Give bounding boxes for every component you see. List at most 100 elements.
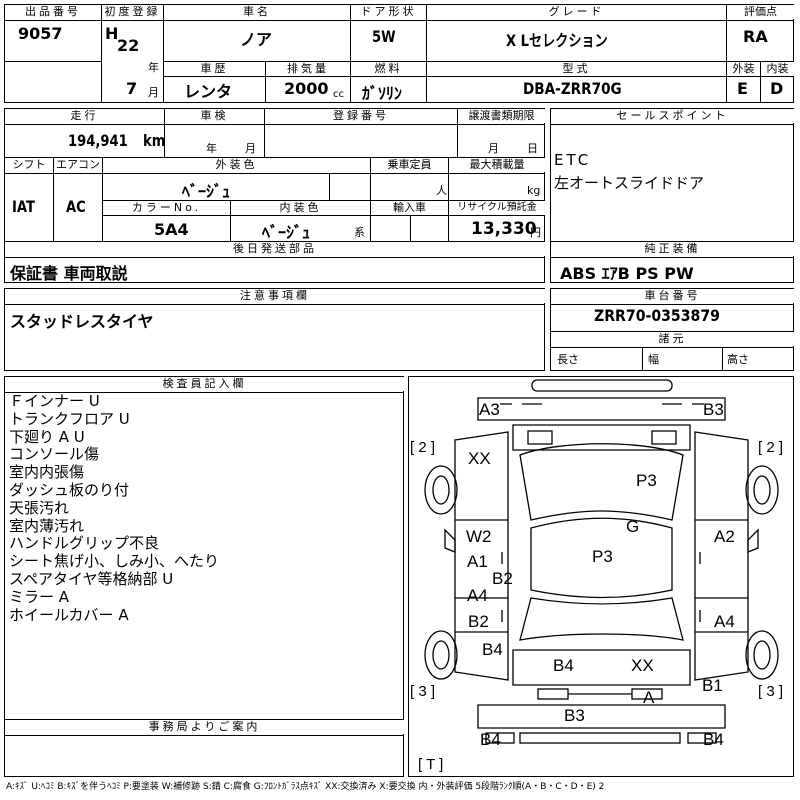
inspection-month-unit: 月: [245, 142, 256, 155]
inspection-year-unit: 年: [206, 142, 217, 155]
capacity-label: 乗車定員: [371, 158, 448, 172]
damage-mark: B2: [468, 612, 489, 631]
spare-tire: [ T ]: [418, 756, 444, 773]
import-label: 輸入車: [371, 201, 448, 215]
damage-mark: A: [643, 688, 655, 707]
registration-month: 7: [126, 79, 138, 98]
genuine-equipment: ABS ｴｱB PS PW: [560, 264, 694, 283]
damage-mark: P3: [636, 471, 657, 490]
inspector-note: 室内内張傷: [9, 463, 85, 482]
tire-front-left: [ 2 ]: [410, 439, 436, 456]
model: DBA-ZRR70G: [523, 79, 622, 98]
inspection-label: 車検: [165, 109, 264, 123]
car-name: ノア: [240, 30, 273, 49]
width-label: 幅: [648, 353, 659, 366]
sales-point-line-2: 左オートスライドドア: [554, 174, 705, 192]
inspector-note: トランクフロア U: [9, 409, 130, 428]
recycle-unit: 円: [530, 226, 541, 239]
damage-mark: B4: [553, 656, 574, 675]
month-unit: 月: [148, 86, 159, 99]
damage-mark: W2: [466, 527, 492, 546]
length-label: 長さ: [557, 353, 579, 366]
damage-mark: G: [626, 517, 640, 536]
inspector-note: コンソール傷: [9, 445, 100, 464]
aircon: AC: [66, 197, 86, 216]
damage-mark: A4: [714, 612, 735, 631]
displacement: 2000: [284, 79, 329, 98]
displacement-unit: cc: [333, 89, 344, 100]
car-diagram-panel: [408, 376, 794, 777]
chassis-section: [550, 288, 794, 371]
mileage: 194,941: [68, 131, 128, 150]
recycle-deposit: 13,330: [471, 219, 537, 239]
genuine-equipment-label: 純正装備: [551, 242, 794, 256]
exterior-color-label: 外装色: [103, 158, 370, 172]
mileage-unit: km: [143, 131, 166, 150]
height-label: 高さ: [727, 353, 749, 366]
legend: A:ｷｽﾞ U:ﾍｺﾐ B:ｷｽﾞを伴うﾍｺﾐ P:要塗装 W:補修跡 S:錆 …: [6, 782, 605, 792]
inspector-note: ハンドルグリップ不良: [9, 534, 160, 553]
tire-front-right: [ 2 ]: [758, 439, 784, 456]
specs-label: 諸元: [551, 332, 794, 346]
damage-mark: B4: [482, 640, 503, 659]
damage-mark: B4: [703, 730, 724, 749]
damage-mark: B1: [702, 676, 723, 695]
sales-point-line-1: ETC: [554, 151, 592, 169]
max-load-unit: kg: [527, 184, 541, 197]
aircon-label: エアコン: [54, 158, 102, 172]
score: RA: [743, 27, 768, 46]
caution-section: [4, 288, 545, 371]
chassis-number: ZRR70-0353879: [594, 306, 720, 325]
grade: X Lセレクション: [506, 31, 608, 50]
door-type: 5W: [372, 27, 396, 46]
registration-year: 22: [117, 36, 140, 55]
details-section: [4, 108, 545, 283]
fuel-label: 燃料: [351, 62, 426, 76]
shift: IAT: [12, 197, 35, 216]
fuel: ｶﾞｿﾘﾝ: [362, 84, 403, 103]
sales-point-section: [550, 108, 794, 283]
max-load-label: 最大積載量: [449, 158, 545, 172]
exterior-score: E: [737, 79, 748, 98]
tire-rear-left: [ 3 ]: [410, 683, 436, 700]
transfer-deadline-label: 譲渡書類期限: [458, 109, 545, 123]
interior-color-suffix: 系: [354, 226, 365, 239]
registration-number-label: 登録番号: [265, 109, 457, 123]
inspector-note: Ｆインナー U: [9, 392, 100, 410]
car-diagram: [424, 379, 779, 744]
color-number-label: カラーNo.: [103, 201, 230, 215]
inspector-note: 室内薄汚れ: [9, 516, 85, 535]
caution-note: スタッドレスタイヤ: [10, 312, 154, 331]
shift-label: シフト: [5, 158, 53, 172]
inspector-note: ホイールカバー A: [9, 605, 129, 624]
inspector-note: スペアタイヤ等格納部 U: [9, 569, 174, 588]
transfer-month-unit: 月: [488, 142, 499, 155]
model-label: 型式: [427, 62, 726, 76]
damage-mark: P3: [592, 547, 613, 566]
damage-mark: B4: [480, 730, 501, 749]
damage-mark: A3: [479, 400, 500, 419]
history-label: 車歴: [164, 62, 265, 76]
later-parts-label: 後日発送部品: [5, 242, 545, 256]
chassis-number-label: 車台番号: [551, 289, 794, 303]
grade-label: グレード: [427, 5, 726, 19]
damage-mark: XX: [468, 449, 491, 468]
interior-label: 内装: [761, 62, 794, 76]
lot-number: 9057: [18, 24, 63, 43]
interior-color-label: 内装色: [231, 201, 370, 215]
displacement-label: 排気量: [266, 62, 350, 76]
damage-mark: A4: [467, 586, 488, 605]
exterior-label: 外装: [727, 62, 760, 76]
history: レンタ: [184, 82, 233, 101]
era-letter: H: [105, 24, 119, 43]
year-unit: 年: [148, 61, 159, 74]
exterior-color: ﾍﾞｰｼﾞｭ: [182, 182, 231, 201]
mileage-label: 走行: [5, 109, 164, 123]
damage-mark: B3: [564, 706, 585, 725]
interior-color: ﾍﾞｰｼﾞｭ: [262, 223, 311, 242]
inspector-notes-section: [4, 376, 404, 777]
inspector-note: ミラー A: [9, 587, 70, 606]
damage-mark: B3: [703, 400, 724, 419]
capacity-unit: 人: [436, 184, 447, 197]
office-notice-label: 事務局よりご案内: [5, 720, 404, 734]
